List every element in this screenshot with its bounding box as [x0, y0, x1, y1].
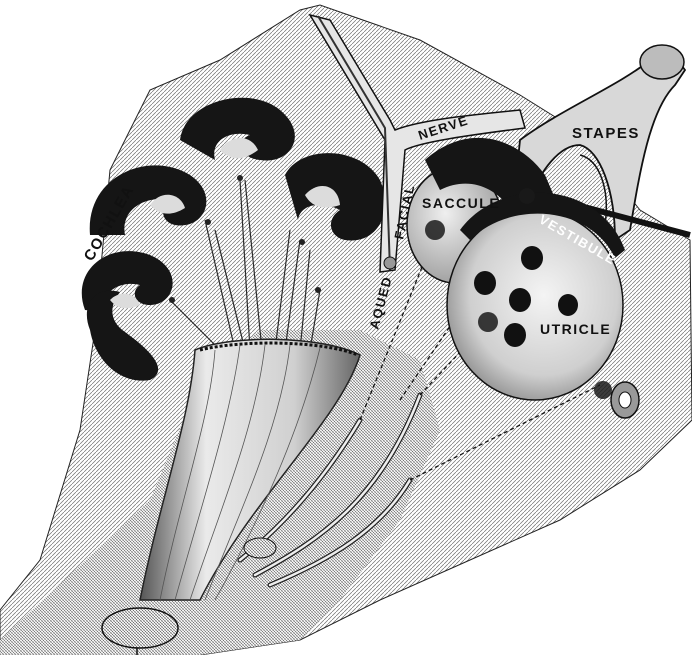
utricle [447, 210, 623, 400]
stapes-head [640, 45, 684, 79]
facial-canal-opening [384, 257, 396, 269]
label-saccule: SACCULE [422, 195, 500, 211]
label-stapes: STAPES [572, 125, 640, 142]
nerve-cut-end [102, 608, 178, 648]
label-utricle: UTRICLE [540, 321, 611, 337]
ampulla-opening [619, 392, 631, 408]
scarpa-ganglion [244, 538, 276, 558]
